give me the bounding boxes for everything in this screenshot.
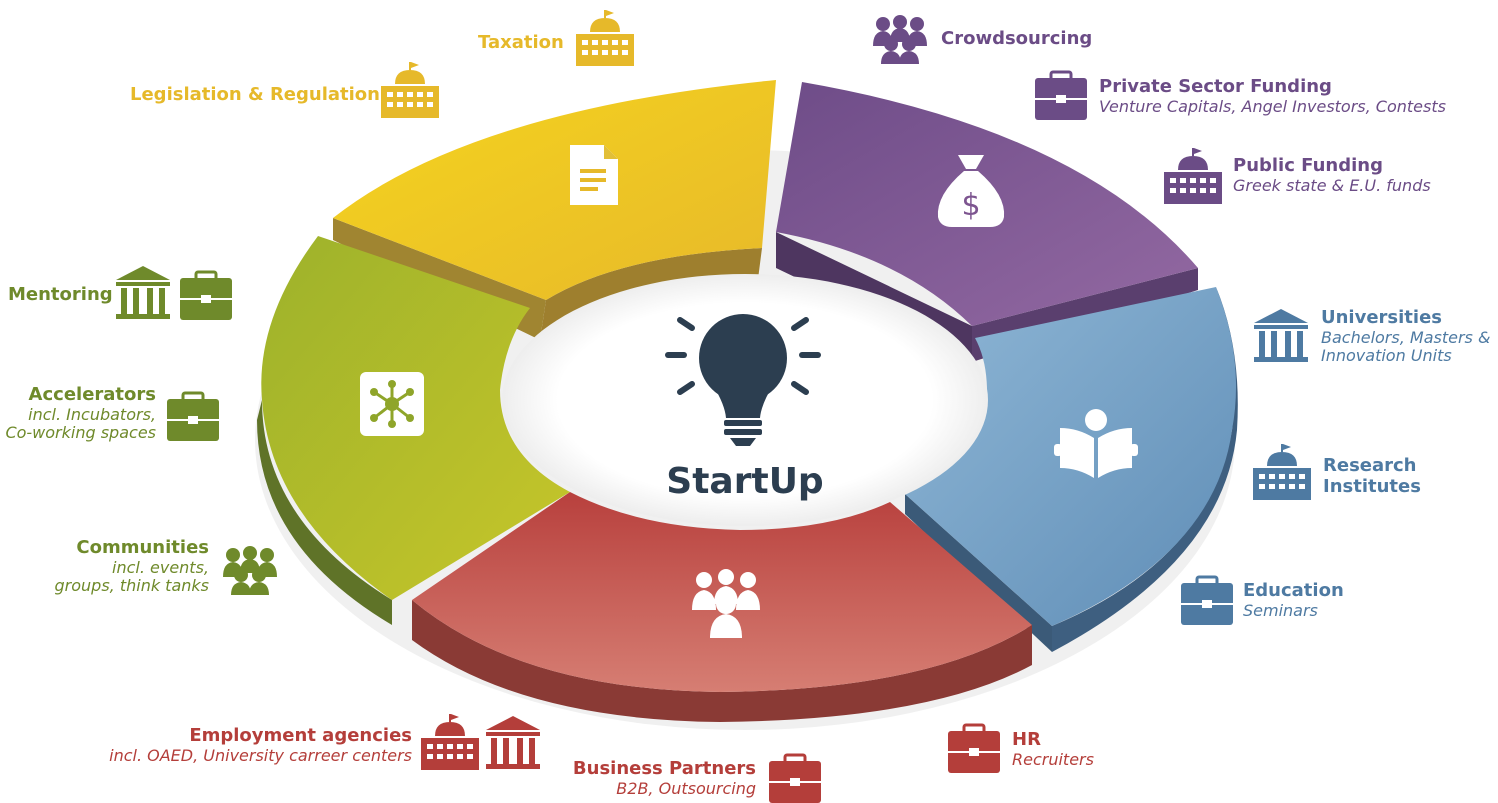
label-title: Public Funding — [1233, 155, 1383, 176]
document-icon — [570, 145, 618, 205]
label-subtitle: incl. Incubators, — [28, 404, 156, 424]
label-legislation: Legislation & Regulation — [130, 84, 380, 106]
people-group-icon — [223, 546, 277, 595]
government-building-icon — [1253, 444, 1311, 500]
label-title: Mentoring — [8, 284, 113, 305]
people-group-icon — [692, 569, 760, 638]
label-subtitle: Innovation Units — [1321, 346, 1452, 366]
institution-icon — [486, 716, 540, 769]
label-hr: HR Recruiters — [1012, 729, 1094, 769]
label-subtitle: groups, think tanks — [54, 576, 210, 596]
network-icon — [360, 372, 424, 436]
label-title: Education — [1243, 580, 1344, 601]
label-title: Employment agencies — [189, 725, 412, 746]
center-title: StartUp — [666, 461, 823, 502]
government-building-icon — [421, 714, 479, 770]
label-subtitle: Bachelors, Masters & — [1321, 327, 1491, 347]
label-mentoring: Mentoring — [8, 284, 113, 306]
institution-icon — [1254, 309, 1308, 362]
label-title: Accelerators — [28, 384, 156, 405]
briefcase-icon — [1035, 70, 1087, 120]
label-universities: Universities Bachelors, Masters & Innova… — [1321, 307, 1491, 366]
label-taxation: Taxation — [478, 32, 564, 54]
label-title: Business Partners — [572, 758, 756, 779]
label-title: Legislation & Regulation — [130, 84, 380, 105]
label-title: Private Sector Funding — [1099, 76, 1332, 97]
label-education: Education Seminars — [1243, 580, 1344, 620]
people-group-icon — [873, 15, 927, 64]
label-accelerators: Accelerators incl. Incubators, Co-workin… — [5, 384, 156, 443]
government-building-icon — [1164, 148, 1222, 204]
label-communities: Communities incl. events, groups, think … — [54, 537, 210, 596]
label-business-partners: Business Partners B2B, Outsourcing — [572, 758, 756, 798]
briefcase-icon — [769, 753, 821, 803]
reader-icon — [1054, 409, 1138, 478]
label-title: Crowdsourcing — [941, 28, 1093, 49]
label-research: Research Institutes — [1323, 455, 1421, 497]
label-subtitle: B2B, Outsourcing — [616, 778, 756, 798]
label-employment: Employment agencies incl. OAED, Universi… — [109, 725, 412, 765]
label-subtitle: Greek state & E.U. funds — [1233, 175, 1431, 195]
label-title: Institutes — [1323, 475, 1421, 497]
label-title: HR — [1012, 729, 1041, 750]
label-public-funding: Public Funding Greek state & E.U. funds — [1233, 155, 1431, 195]
government-building-icon — [576, 10, 634, 66]
lightbulb-icon — [665, 314, 821, 446]
svg-text:$: $ — [961, 188, 980, 223]
label-title: Communities — [76, 537, 209, 558]
briefcase-icon — [180, 270, 232, 320]
briefcase-icon — [1181, 575, 1233, 625]
briefcase-icon — [948, 723, 1000, 773]
label-subtitle: Seminars — [1243, 600, 1318, 620]
label-title: Taxation — [478, 32, 564, 53]
label-subtitle: incl. OAED, University carreer centers — [109, 745, 412, 765]
label-title: Research — [1323, 455, 1417, 476]
briefcase-icon — [167, 391, 219, 441]
label-subtitle: Co-working spaces — [5, 423, 156, 443]
label-private-funding: Private Sector Funding Venture Capitals,… — [1099, 76, 1446, 116]
institution-icon — [116, 266, 170, 319]
label-subtitle: Recruiters — [1012, 749, 1094, 769]
label-crowdsourcing: Crowdsourcing — [941, 28, 1093, 50]
label-subtitle: incl. events, — [112, 557, 209, 577]
label-subtitle: Venture Capitals, Angel Investors, Conte… — [1099, 96, 1446, 116]
label-title: Universities — [1321, 307, 1442, 328]
money-bag-icon: $ — [937, 155, 1005, 227]
government-building-icon — [381, 62, 439, 118]
